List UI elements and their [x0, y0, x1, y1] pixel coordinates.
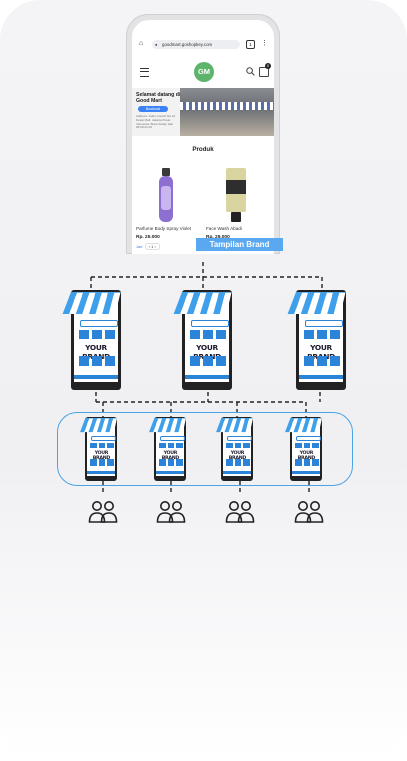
storefront-phone-icon: YOUR BRAND	[286, 290, 350, 390]
awning-icon	[173, 292, 232, 314]
user-group-icon	[294, 501, 324, 523]
url-text: goodmart.goshopkey.com	[162, 42, 213, 47]
banner-button[interactable]: Booksrat	[138, 106, 168, 112]
lock-icon: ●	[155, 42, 158, 47]
shop-brand-text: YOUR BRAND	[162, 450, 180, 461]
storefront-phone-icon: YOUR BRAND	[79, 417, 120, 481]
section-title: Produk	[192, 146, 214, 153]
shop-brand-text: YOUR BRAND	[229, 450, 247, 461]
phone-mockup: ⌂ ● goodmart.goshopkey.com 1 ⋮ GM 0 Sela…	[126, 14, 280, 254]
product-name: Parfume Body Spray Violet	[136, 226, 192, 231]
product-card[interactable]: Face Wash Abadi Rp. 29.000	[206, 160, 266, 250]
awning-icon	[62, 292, 121, 314]
home-icon[interactable]: ⌂	[139, 40, 144, 47]
storefront-phone-icon: YOUR BRAND	[172, 290, 236, 390]
perfume-image	[159, 168, 173, 222]
storefront-phone-icon: YOUR BRAND	[215, 417, 256, 481]
storefront-phone-icon: YOUR BRAND	[61, 290, 125, 390]
storefront-photo	[180, 88, 274, 136]
menu-icon[interactable]	[140, 68, 149, 77]
awning-icon	[80, 418, 118, 433]
product-price: Rp. 29.000	[206, 235, 230, 240]
product-card[interactable]: Parfume Body Spray Violet Rp. 25.000	[136, 160, 196, 250]
user-group-icon	[156, 501, 186, 523]
storefront-phone-icon: YOUR BRAND	[284, 417, 325, 481]
product-name: Face Wash Abadi	[206, 226, 242, 231]
user-group-icon	[225, 501, 255, 523]
storefront-phone-icon: YOUR BRAND	[148, 417, 189, 481]
pagination[interactable]: Jari ‹ 1 ›	[136, 243, 160, 250]
shop-brand-text: YOUR BRAND	[93, 450, 111, 461]
awning-icon	[285, 418, 323, 433]
store-logo[interactable]: GM	[194, 62, 214, 82]
hero-banner: Selamat datang di Good Mart Booksrat Add…	[132, 88, 274, 136]
facewash-image	[226, 168, 246, 222]
reseller-group	[57, 412, 353, 486]
browser-bar: ⌂ ● goodmart.goshopkey.com 1 ⋮	[136, 38, 270, 51]
user-group-icon	[88, 501, 118, 523]
awning-icon	[216, 418, 254, 433]
store-address: Address: Jalan Contoh No.12 Dekat Mall, …	[136, 114, 176, 130]
url-field[interactable]: ● goodmart.goshopkey.com	[152, 40, 240, 49]
more-icon[interactable]: ⋮	[261, 40, 268, 47]
cart-icon[interactable]: 0	[259, 63, 271, 77]
product-price: Rp. 25.000	[136, 235, 160, 240]
tab-icon[interactable]: 1	[246, 40, 255, 49]
awning-icon	[287, 292, 346, 314]
welcome-title: Selamat datang di Good Mart	[136, 92, 181, 104]
phone-body: YOUR BRAND	[154, 417, 187, 481]
awning-icon	[149, 418, 187, 433]
shop-brand-text: YOUR BRAND	[298, 450, 316, 461]
phone-screen: ⌂ ● goodmart.goshopkey.com 1 ⋮ GM 0 Sela…	[132, 20, 274, 254]
search-icon[interactable]	[246, 67, 255, 76]
pager-pages[interactable]: ‹ 1 ›	[144, 243, 160, 250]
pager-label: Jari	[136, 244, 143, 249]
cart-badge: 0	[265, 63, 271, 69]
brand-display-label: Tampilan Brand	[196, 238, 283, 251]
